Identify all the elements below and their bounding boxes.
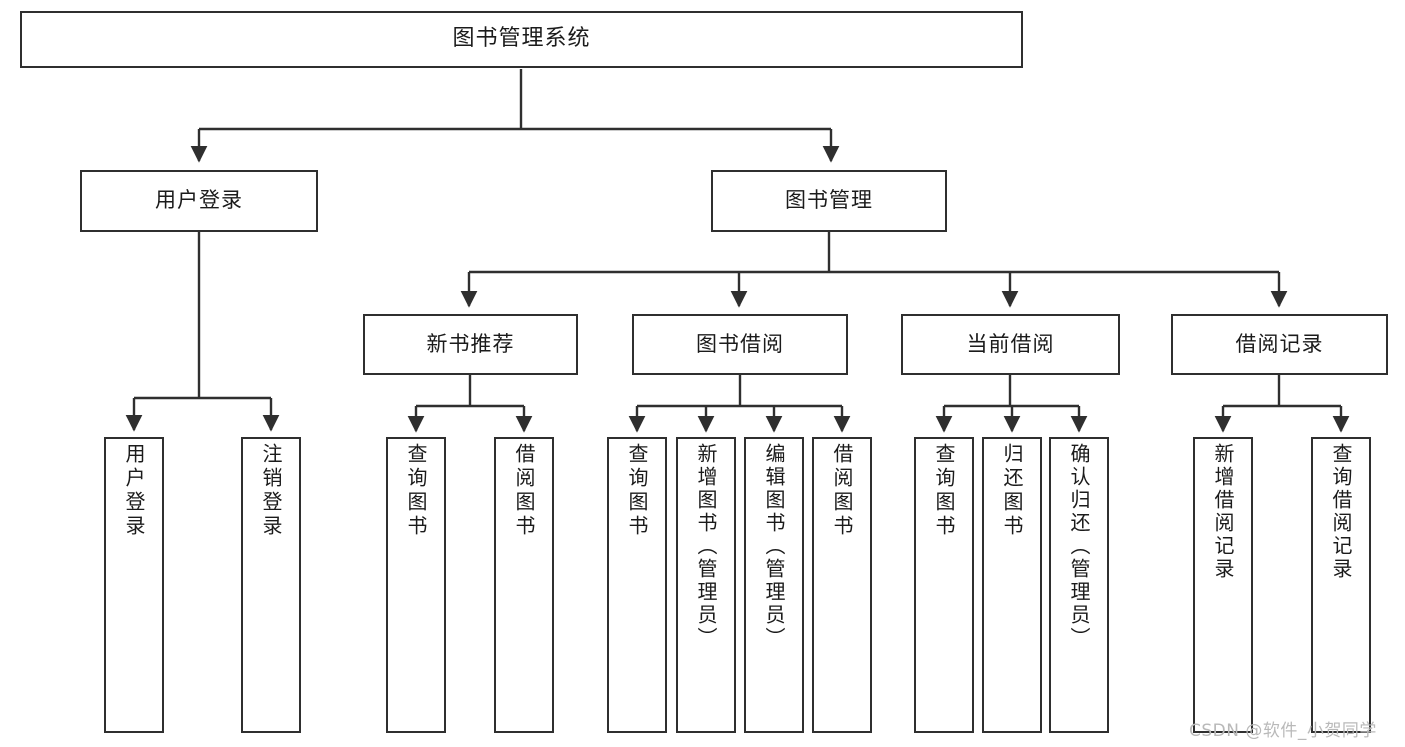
leaf-current-borrow-query[interactable]: 查询图书 bbox=[914, 437, 974, 733]
node-user-login[interactable]: 用户登录 bbox=[80, 170, 318, 232]
node-label: 确认归还（管理员） bbox=[1067, 443, 1091, 650]
node-label: 借阅记录 bbox=[1235, 331, 1324, 356]
leaf-book-borrow-add[interactable]: 新增图书（管理员） bbox=[676, 437, 736, 733]
node-new-book-recommend[interactable]: 新书推荐 bbox=[363, 314, 578, 375]
leaf-borrow-record-query[interactable]: 查询借阅记录 bbox=[1311, 437, 1371, 733]
leaf-user-login-login[interactable]: 用户登录 bbox=[104, 437, 164, 733]
leaf-new-book-query[interactable]: 查询图书 bbox=[386, 437, 446, 733]
node-label: 查询图书 bbox=[404, 443, 428, 539]
node-root-system[interactable]: 图书管理系统 bbox=[20, 11, 1023, 68]
watermark: CSDN @软件_小贺同学 bbox=[1189, 721, 1377, 741]
leaf-borrow-record-add[interactable]: 新增借阅记录 bbox=[1193, 437, 1253, 733]
node-label: 归还图书 bbox=[1000, 443, 1024, 539]
node-label: 借阅图书 bbox=[830, 443, 854, 539]
leaf-current-borrow-return[interactable]: 归还图书 bbox=[982, 437, 1042, 733]
node-label: 新书推荐 bbox=[426, 331, 515, 356]
node-book-borrow[interactable]: 图书借阅 bbox=[632, 314, 848, 375]
node-label: 借阅图书 bbox=[512, 443, 536, 539]
node-label: 新增图书（管理员） bbox=[694, 443, 718, 650]
node-label: 新增借阅记录 bbox=[1211, 443, 1235, 581]
node-label: 图书管理 bbox=[785, 188, 873, 213]
node-label: 当前借阅 bbox=[966, 331, 1055, 356]
node-book-management[interactable]: 图书管理 bbox=[711, 170, 947, 232]
node-label: 查询借阅记录 bbox=[1329, 443, 1353, 581]
leaf-book-borrow-edit[interactable]: 编辑图书（管理员） bbox=[744, 437, 804, 733]
node-label: 查询图书 bbox=[932, 443, 956, 539]
leaf-user-login-logout[interactable]: 注销登录 bbox=[241, 437, 301, 733]
node-label: 图书借阅 bbox=[696, 331, 784, 356]
node-label: 查询图书 bbox=[625, 443, 649, 539]
leaf-book-borrow-borrow[interactable]: 借阅图书 bbox=[812, 437, 872, 733]
node-borrow-record[interactable]: 借阅记录 bbox=[1171, 314, 1388, 375]
node-current-borrow[interactable]: 当前借阅 bbox=[901, 314, 1120, 375]
node-label: 图书管理系统 bbox=[452, 26, 591, 52]
node-label: 用户登录 bbox=[155, 188, 243, 213]
node-label: 编辑图书（管理员） bbox=[762, 443, 786, 650]
leaf-current-borrow-confirm-return[interactable]: 确认归还（管理员） bbox=[1049, 437, 1109, 733]
node-label: 注销登录 bbox=[259, 443, 283, 539]
node-label: 用户登录 bbox=[122, 443, 146, 539]
leaf-new-book-borrow[interactable]: 借阅图书 bbox=[494, 437, 554, 733]
leaf-book-borrow-query[interactable]: 查询图书 bbox=[607, 437, 667, 733]
